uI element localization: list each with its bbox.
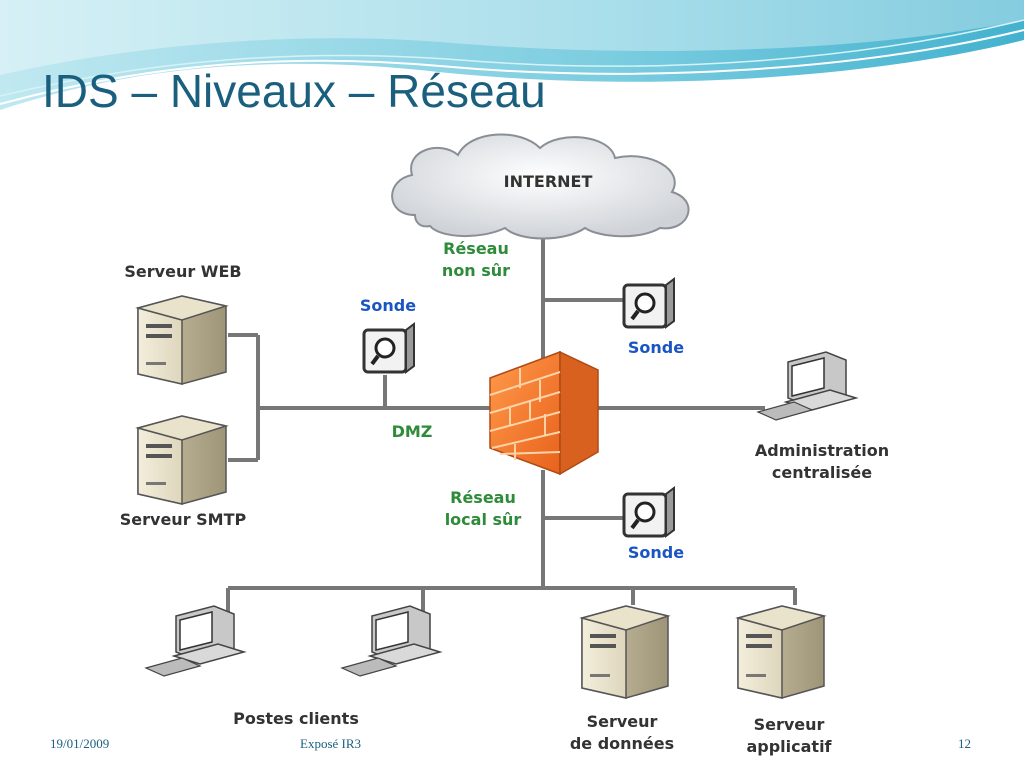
app-server-label-line2: applicatif [746, 737, 832, 756]
dmz-label: DMZ [392, 422, 433, 441]
probe-local-icon [622, 486, 675, 538]
untrusted-network-label-line1: Réseau [443, 239, 509, 258]
probe-dmz: Sonde [360, 296, 416, 374]
footer-center-text: Exposé IR3 [300, 736, 362, 751]
internet-cloud: INTERNET [391, 133, 690, 240]
data-server-label-line1: Serveur [587, 712, 658, 731]
page-number: 12 [958, 736, 971, 751]
footer-date: 19/01/2009 [50, 736, 110, 751]
clients-label: Postes clients [233, 709, 359, 728]
network-diagram-svg: INTERNET Réseau non sûr DMZ Réseau local… [120, 133, 889, 756]
web-server-label: Serveur WEB [124, 262, 241, 281]
trusted-network-label-line2: local sûr [445, 510, 522, 529]
network-diagram: INTERNET Réseau non sûr DMZ Réseau local… [105, 133, 915, 758]
data-server-icon [579, 605, 671, 699]
internet-label: INTERNET [504, 172, 593, 191]
probe-local-label: Sonde [628, 543, 684, 562]
client-workstation-icon-1 [144, 605, 247, 677]
admin-label-line1: Administration [755, 441, 889, 460]
probe-internet: Sonde [622, 277, 684, 357]
slide-title: IDS – Niveaux – Réseau [42, 65, 546, 117]
data-server-label-line2: de données [570, 734, 674, 753]
probe-local: Sonde [622, 486, 684, 562]
smtp-server-icon [135, 415, 229, 505]
client-workstation-icon-2 [340, 605, 443, 677]
trusted-network-label-line1: Réseau [450, 488, 516, 507]
admin-label-line2: centralisée [772, 463, 872, 482]
probe-internet-label: Sonde [628, 338, 684, 357]
probe-internet-icon [622, 277, 675, 329]
admin-workstation-icon [756, 351, 859, 421]
probe-dmz-icon [362, 322, 415, 374]
app-server-icon [735, 605, 827, 699]
app-server-label-line1: Serveur [754, 715, 825, 734]
probe-dmz-label: Sonde [360, 296, 416, 315]
web-server-icon [135, 295, 229, 385]
network-lines [226, 228, 797, 625]
untrusted-network-label-line2: non sûr [442, 261, 510, 280]
smtp-server-label: Serveur SMTP [120, 510, 247, 529]
firewall-icon [489, 350, 599, 476]
